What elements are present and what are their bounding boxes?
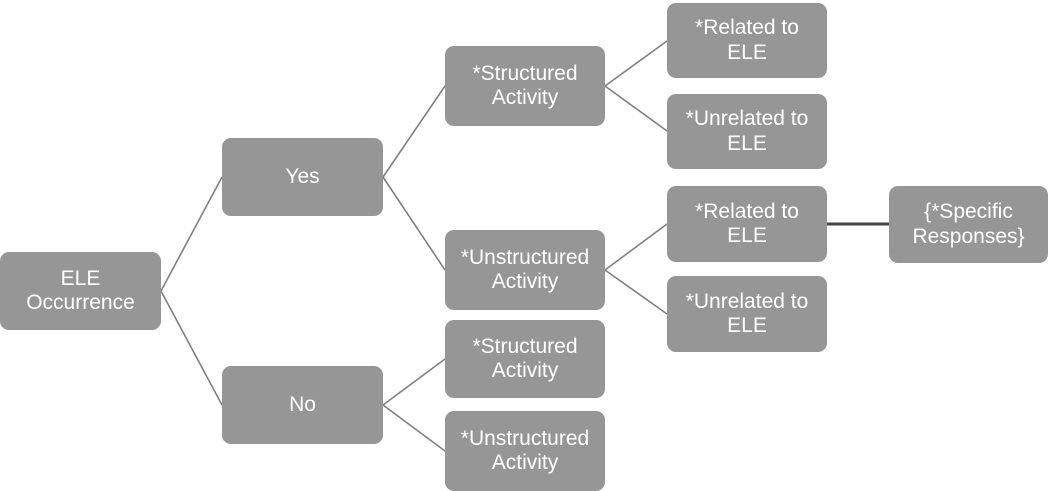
node-struct-unrelated[interactable]: *Unrelated to ELE <box>667 94 827 169</box>
edge-yes-unstructured-edge <box>382 176 446 271</box>
node-unstruct-unrelated[interactable]: *Unrelated to ELE <box>667 276 827 352</box>
node-no-unstructured[interactable]: *Unstructured Activity <box>445 411 605 491</box>
node-yes-structured[interactable]: *Structured Activity <box>445 46 605 126</box>
edge-no-unstructured-edge <box>382 404 446 452</box>
node-yes-unstructured[interactable]: *Unstructured Activity <box>445 230 605 310</box>
node-label-specific-responses: {*Specific Responses} <box>912 200 1025 248</box>
node-yes[interactable]: Yes <box>222 138 383 216</box>
edge-yes-structured-edge <box>382 85 446 178</box>
edge-no-structured-edge <box>382 358 446 406</box>
node-root[interactable]: ELE Occurrence <box>0 252 161 330</box>
node-label-yes-structured: *Structured Activity <box>472 61 578 109</box>
edge-structured-related-edge <box>604 40 668 87</box>
node-label-yes: Yes <box>285 164 320 188</box>
node-specific-responses[interactable]: {*Specific Responses} <box>889 186 1048 263</box>
edge-root-yes <box>160 176 223 292</box>
node-label-unstruct-unrelated: *Unrelated to ELE <box>685 289 809 337</box>
node-label-no: No <box>289 392 316 416</box>
node-no[interactable]: No <box>222 366 383 444</box>
edge-structured-unrelated-edge <box>604 85 668 132</box>
node-label-unstruct-related: *Related to ELE <box>695 199 799 247</box>
node-label-no-unstructured: *Unstructured Activity <box>460 426 590 474</box>
node-label-root: ELE Occurrence <box>26 266 135 314</box>
node-label-struct-unrelated: *Unrelated to ELE <box>685 107 809 155</box>
edge-unstructured-related-edge <box>604 223 668 271</box>
node-label-no-structured: *Structured Activity <box>472 334 578 382</box>
node-no-structured[interactable]: *Structured Activity <box>445 320 605 398</box>
edge-unstructured-unrelated-edge <box>604 269 668 315</box>
node-label-struct-related: *Related to ELE <box>695 16 799 64</box>
node-label-yes-unstructured: *Unstructured Activity <box>460 245 590 293</box>
node-struct-related[interactable]: *Related to ELE <box>667 3 827 78</box>
edge-root-no <box>160 290 223 406</box>
node-unstruct-related[interactable]: *Related to ELE <box>667 186 827 262</box>
